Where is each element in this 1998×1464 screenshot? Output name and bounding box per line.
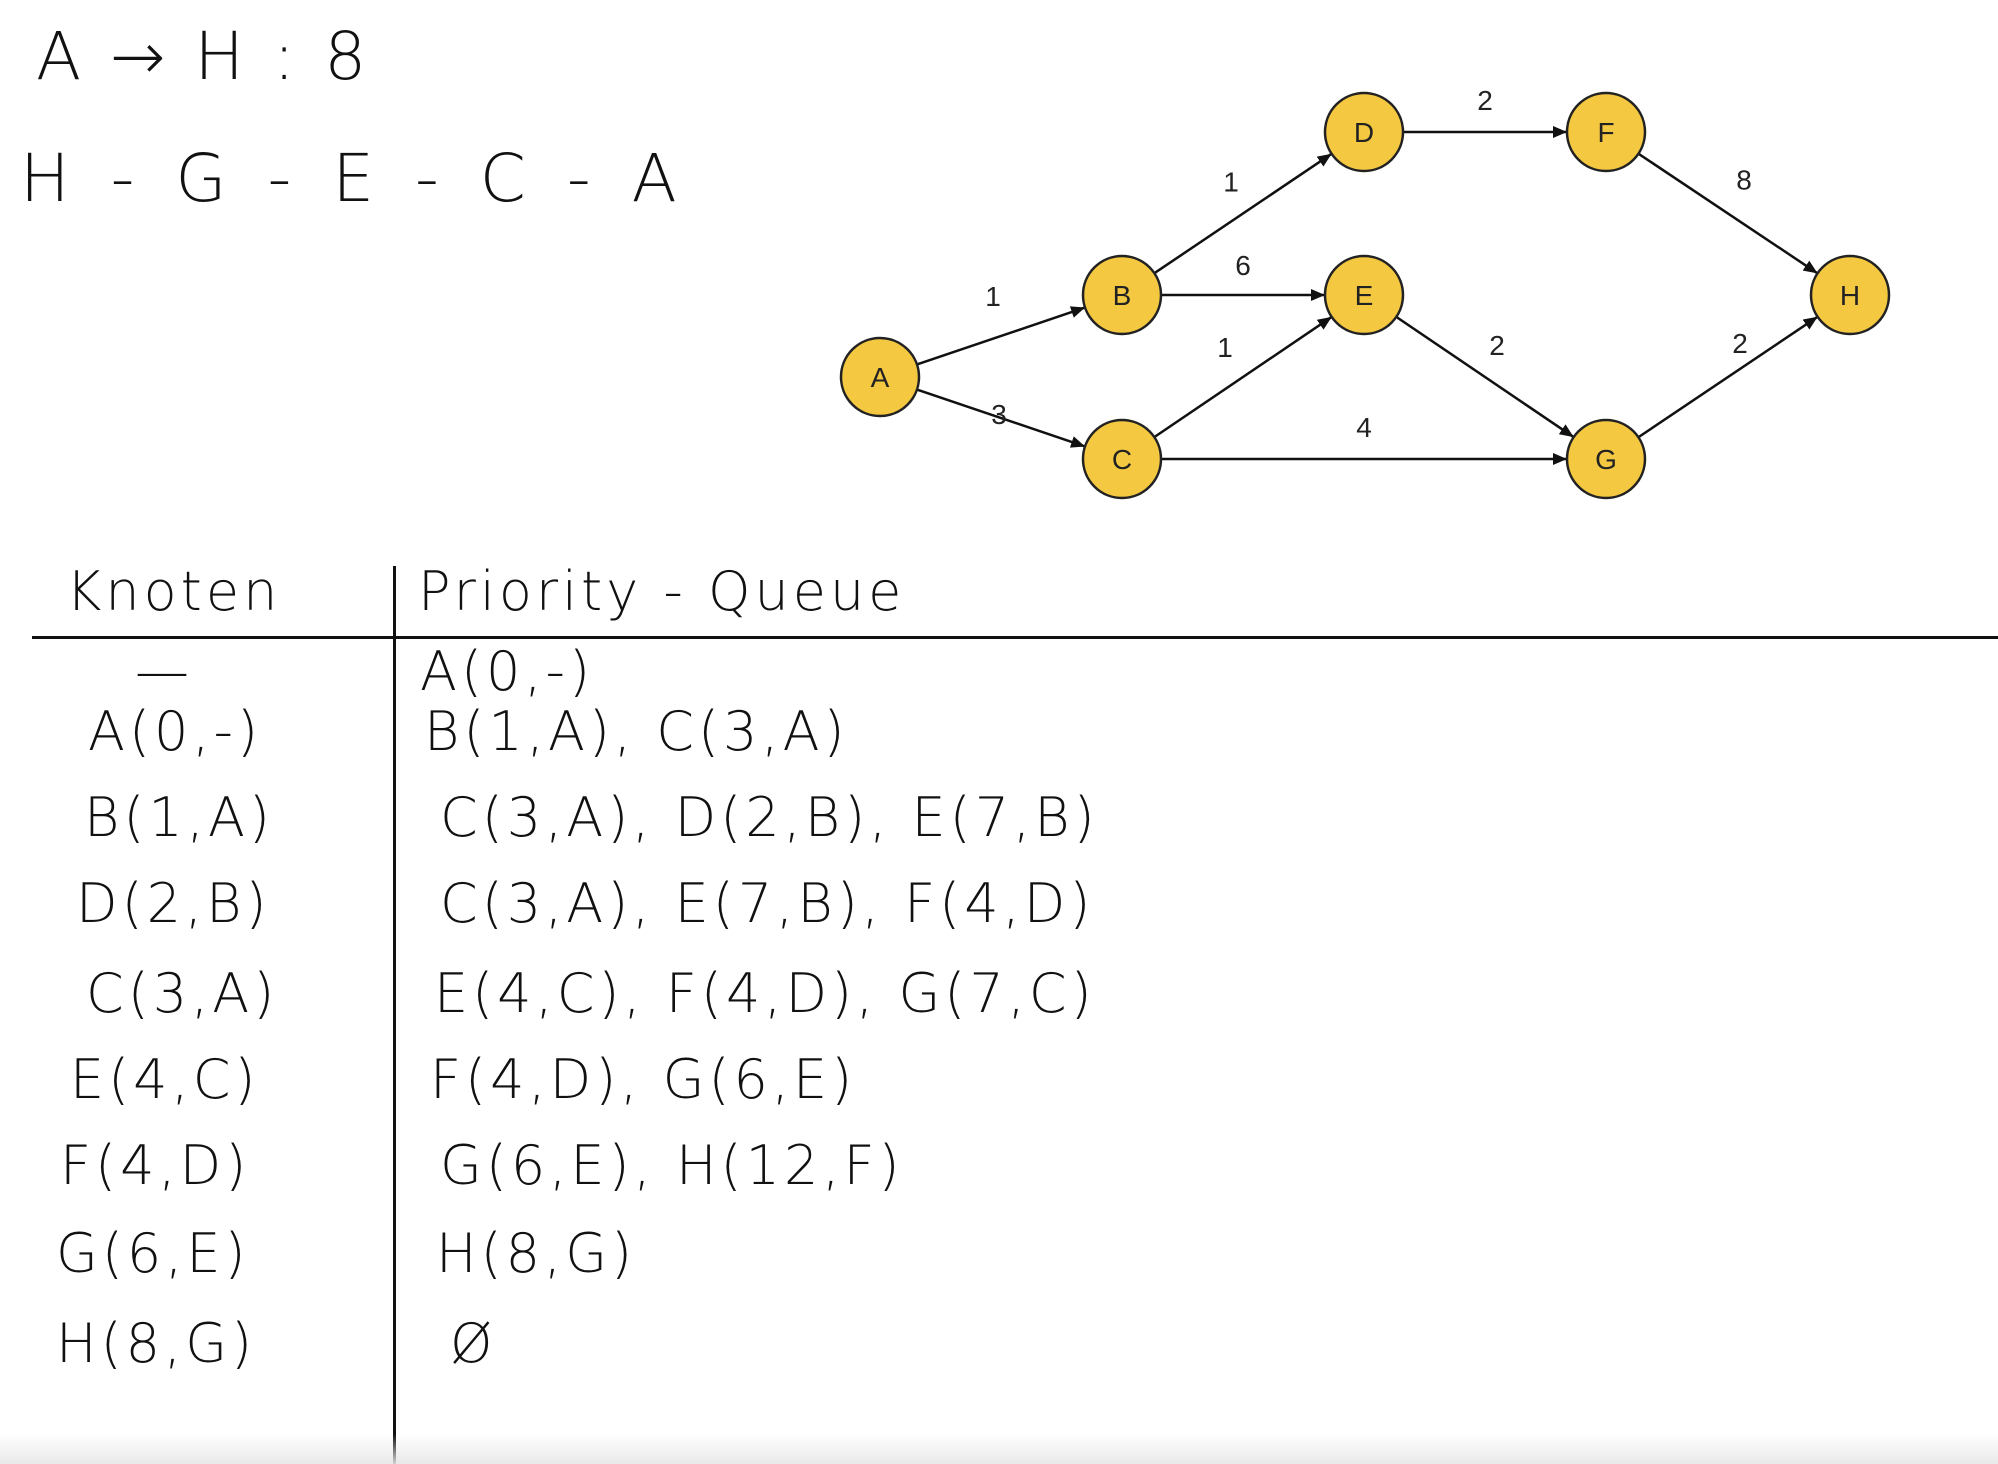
knoten-cell: H(8,G) [56, 1312, 257, 1375]
priority-queue-cell: B(1,A), C(3,A) [424, 700, 849, 763]
knoten-cell: F(4,D) [60, 1134, 251, 1197]
node-circle-h [1809, 254, 1891, 336]
edges-layer: 1 3 1 6 1 4 2 2 8 2 [916, 85, 1818, 465]
node-b: B [1081, 254, 1163, 336]
node-circle-g [1565, 418, 1647, 500]
edge-weight-b-e: 6 [1235, 250, 1251, 281]
priority-queue-cell: F(4,D), G(6,E) [430, 1048, 857, 1111]
column-header-knoten: Knoten [66, 560, 282, 623]
edge-e-g [1395, 315, 1574, 438]
node-h: H [1809, 254, 1891, 336]
edge-f-h [1637, 152, 1818, 274]
knoten-cell: E(4,C) [70, 1048, 260, 1111]
priority-queue-cell: A(0,-) [420, 640, 595, 703]
edge-weight-c-e: 1 [1217, 332, 1233, 363]
edge-weight-a-c: 3 [991, 399, 1007, 430]
priority-queue-cell: G(6,E), H(12,F) [440, 1134, 904, 1197]
priority-queue-cell: C(3,A), D(2,B), E(7,B) [440, 786, 1099, 849]
edge-g-h [1637, 316, 1818, 439]
node-label-f: F [1597, 117, 1614, 148]
node-circle-d [1323, 91, 1405, 173]
knoten-cell: D(2,B) [76, 872, 271, 935]
node-label-a: A [871, 362, 890, 393]
priority-queue-cell: E(4,C), F(4,D), G(7,C) [434, 962, 1096, 1025]
edge-weight-c-g: 4 [1356, 412, 1372, 443]
edge-weight-g-h: 2 [1732, 328, 1748, 359]
node-d: D [1323, 91, 1405, 173]
node-a: A [839, 336, 921, 418]
priority-queue-cell: Ø [450, 1312, 497, 1375]
edge-c-e [1153, 316, 1332, 439]
edge-a-c [916, 388, 1086, 448]
edge-weight-d-f: 2 [1477, 85, 1493, 116]
knoten-cell: C(3,A) [86, 962, 279, 1025]
column-header-priority-queue: Priority - Queue [418, 560, 906, 623]
edge-b-d [1153, 153, 1332, 275]
node-label-d: D [1354, 117, 1374, 148]
knoten-cell: B(1,A) [84, 786, 274, 849]
edge-weight-e-g: 2 [1489, 330, 1505, 361]
edge-weight-b-d: 1 [1223, 167, 1239, 198]
node-label-g: G [1595, 444, 1617, 475]
priority-queue-cell: H(8,G) [436, 1222, 637, 1285]
graph-diagram: 1 3 1 6 1 4 2 2 8 2 A B C D E F G H [839, 85, 1891, 500]
edge-weight-a-b: 1 [985, 281, 1001, 312]
node-label-b: B [1113, 280, 1132, 311]
nodes-layer: A B C D E F G H [839, 91, 1891, 500]
node-circle-b [1081, 254, 1163, 336]
shortest-path: H - G - E - C - A [20, 140, 687, 217]
node-label-c: C [1112, 444, 1132, 475]
node-circle-c [1081, 418, 1163, 500]
knoten-cell: A(0,-) [88, 700, 263, 763]
node-f: F [1565, 91, 1647, 173]
node-circle-f [1565, 91, 1647, 173]
node-c: C [1081, 418, 1163, 500]
knoten-cell: — [135, 640, 193, 703]
table-vertical-divider [393, 566, 396, 1464]
table-horizontal-divider [32, 636, 1998, 639]
edge-weight-f-h: 8 [1736, 165, 1752, 196]
node-circle-e [1323, 254, 1405, 336]
edge-a-b [916, 306, 1086, 366]
node-g: G [1565, 418, 1647, 500]
node-label-e: E [1355, 280, 1374, 311]
priority-queue-cell: C(3,A), E(7,B), F(4,D) [440, 872, 1095, 935]
bottom-edge-shadow [0, 1434, 1998, 1464]
node-label-h: H [1840, 280, 1860, 311]
node-circle-a [839, 336, 921, 418]
knoten-cell: G(6,E) [56, 1222, 250, 1285]
result-summary: A → H : 8 [36, 18, 371, 95]
node-e: E [1323, 254, 1405, 336]
